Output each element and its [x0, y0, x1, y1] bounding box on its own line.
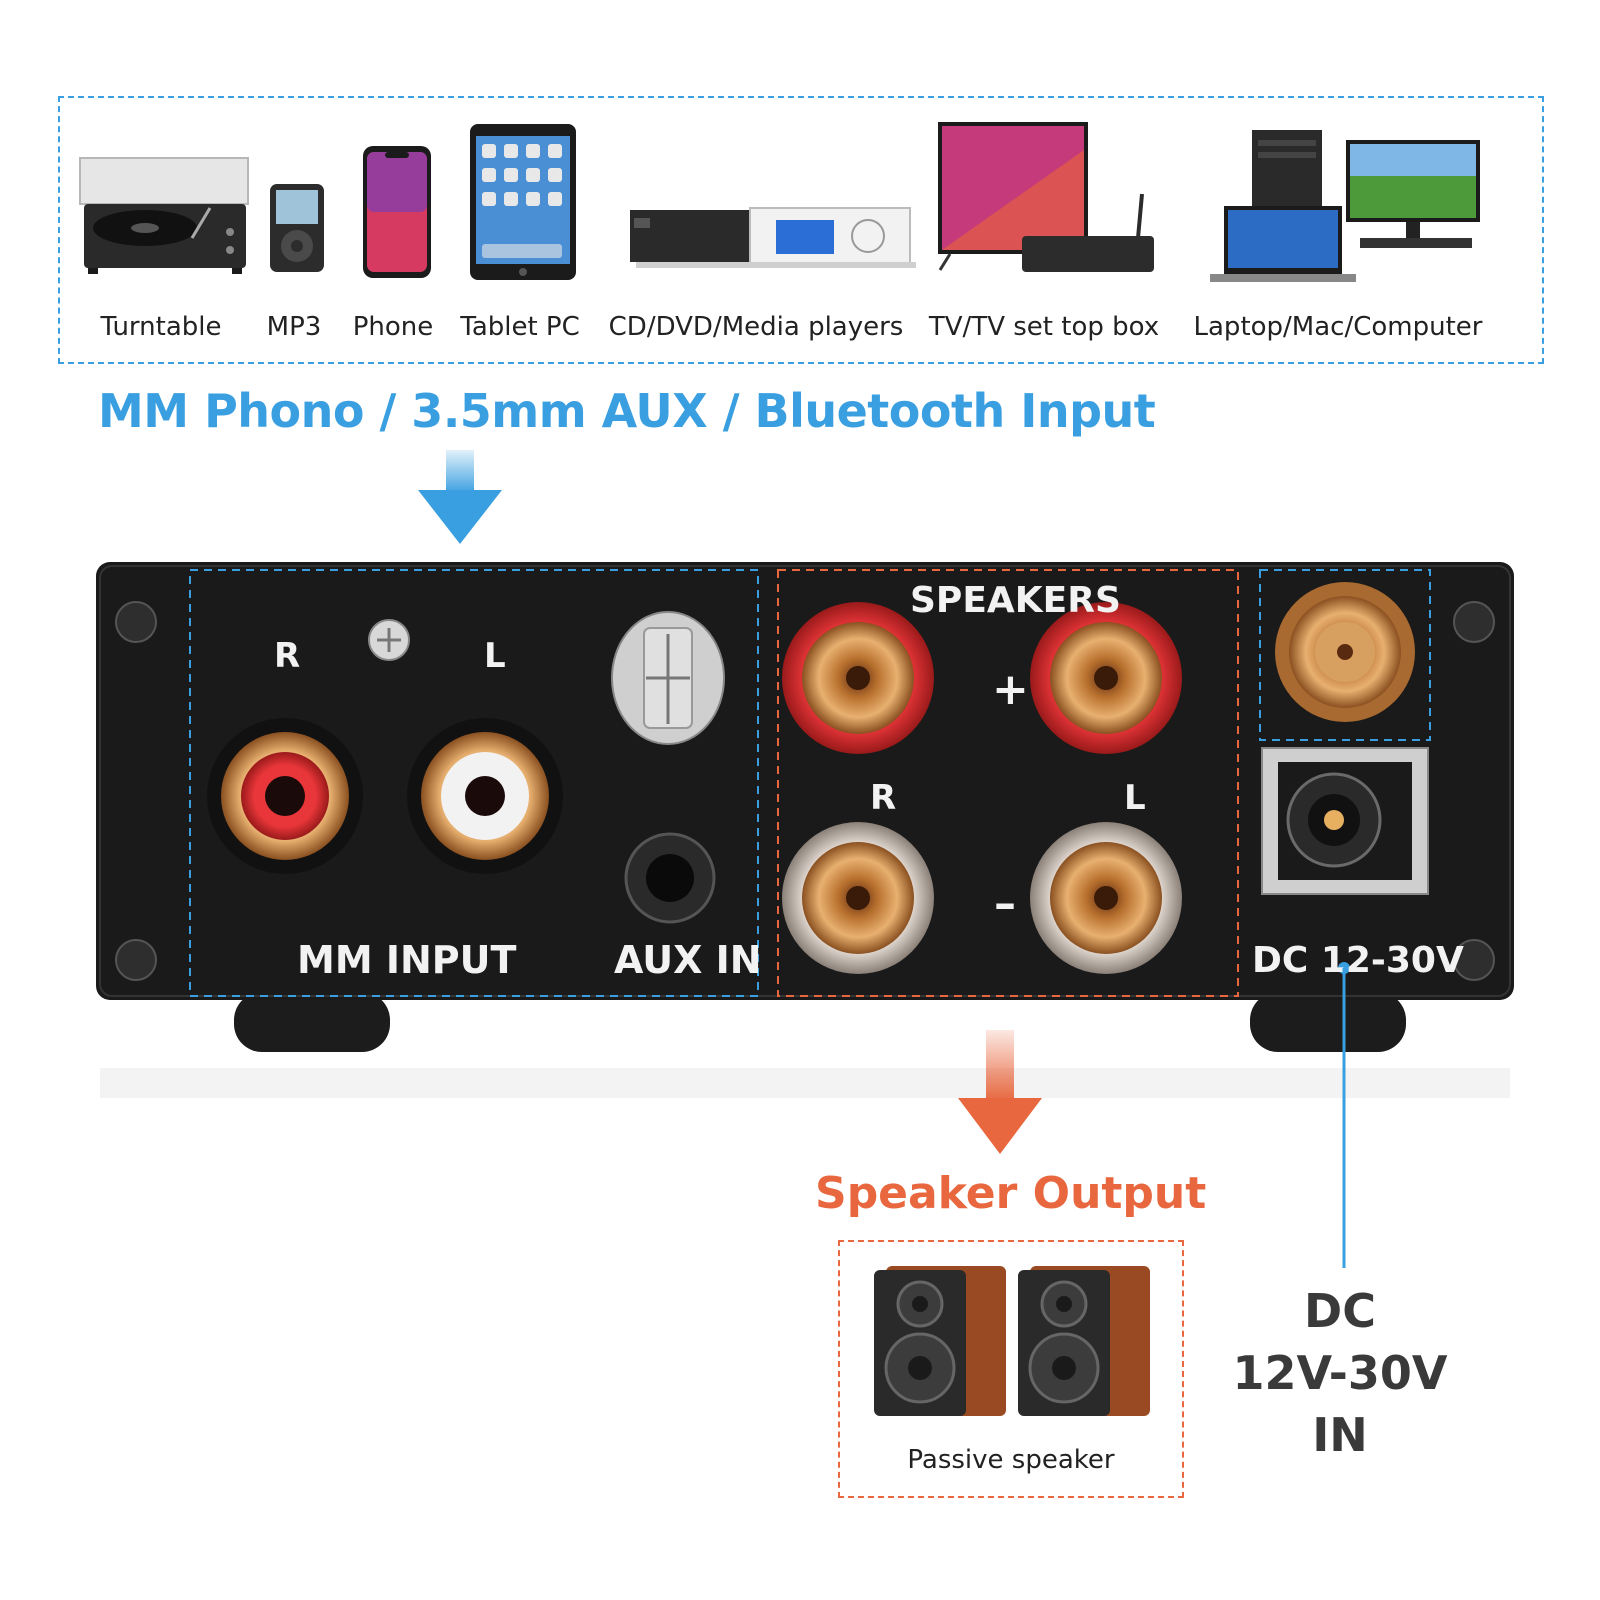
mm-input-channel-r: R: [274, 636, 301, 676]
rca-jack-left: [407, 718, 563, 874]
rca-jack-right: [207, 718, 363, 874]
source-devices-box: [58, 96, 1544, 364]
binding-post-r-plus: [782, 602, 934, 754]
dc-power-jack: [1261, 747, 1429, 895]
passive-speakers-icon: [874, 1266, 1150, 1416]
device-label-mp3: MP3: [266, 312, 322, 342]
input-heading: MM Phono / 3.5mm AUX / Bluetooth Input: [98, 384, 1156, 438]
device-label-computer: Laptop/Mac/Computer: [1193, 312, 1483, 342]
turntable-icon: [79, 157, 249, 274]
binding-post-l-minus: [1030, 822, 1182, 974]
passive-speaker-caption: Passive speaker: [907, 1445, 1115, 1475]
device-label-tablet: Tablet PC: [460, 312, 580, 342]
media-player-icon: [630, 207, 916, 268]
device-label-media-players: CD/DVD/Media players: [608, 312, 904, 342]
speaker-channel-l: L: [1124, 778, 1146, 818]
dc-input-label: DC 12V-30V IN: [1220, 1280, 1460, 1466]
amplifier-rear-panel: [96, 562, 1514, 1098]
input-arrow-icon: [418, 450, 502, 544]
binding-post-r-minus: [782, 822, 934, 974]
ground-screw: [368, 619, 410, 661]
tv-icon: [938, 122, 1154, 272]
device-label-tv: TV/TV set top box: [928, 312, 1160, 342]
source-devices-illustration: [79, 122, 1480, 282]
tablet-icon: [470, 124, 576, 280]
dc-input-line-3: IN: [1312, 1408, 1368, 1462]
speaker-left-icon: [874, 1266, 1006, 1416]
dc-panel-label: DC 12-30V: [1252, 940, 1464, 981]
rubber-foot-right: [1250, 992, 1406, 1052]
output-arrow-icon: [958, 1030, 1042, 1154]
mp3-player-icon: [270, 184, 324, 272]
dc-input-line-2: 12V-30V: [1232, 1346, 1448, 1400]
speaker-minus-sign: –: [994, 878, 1016, 929]
output-heading: Speaker Output: [815, 1168, 1207, 1219]
antenna-zone-outline: [1259, 569, 1431, 741]
speaker-right-icon: [1018, 1266, 1150, 1416]
input-zone-outline: [189, 569, 759, 997]
speaker-channel-r: R: [870, 778, 897, 818]
aux-jack: [624, 832, 716, 924]
mm-input-channel-l: L: [484, 636, 506, 676]
mm-input-label: MM INPUT: [297, 938, 517, 982]
speakers-label: SPEAKERS: [910, 580, 1121, 621]
passive-speaker-box: [838, 1240, 1184, 1498]
device-label-phone: Phone: [352, 312, 434, 342]
antenna-connector: [1275, 582, 1415, 722]
rubber-foot-left: [234, 992, 390, 1052]
speaker-plus-sign: +: [992, 664, 1029, 715]
device-label-turntable: Turntable: [100, 312, 222, 342]
binding-post-l-plus: [1030, 602, 1182, 754]
aux-in-label: AUX IN: [614, 938, 762, 982]
dc-input-line-1: DC: [1304, 1284, 1376, 1338]
dc-connector-line: [1342, 968, 1346, 1268]
speaker-zone-outline: [777, 569, 1239, 997]
computer-icon: [1210, 130, 1480, 282]
corner-screws: [115, 601, 1495, 981]
antenna-base: [611, 611, 725, 745]
phone-icon: [363, 146, 431, 278]
